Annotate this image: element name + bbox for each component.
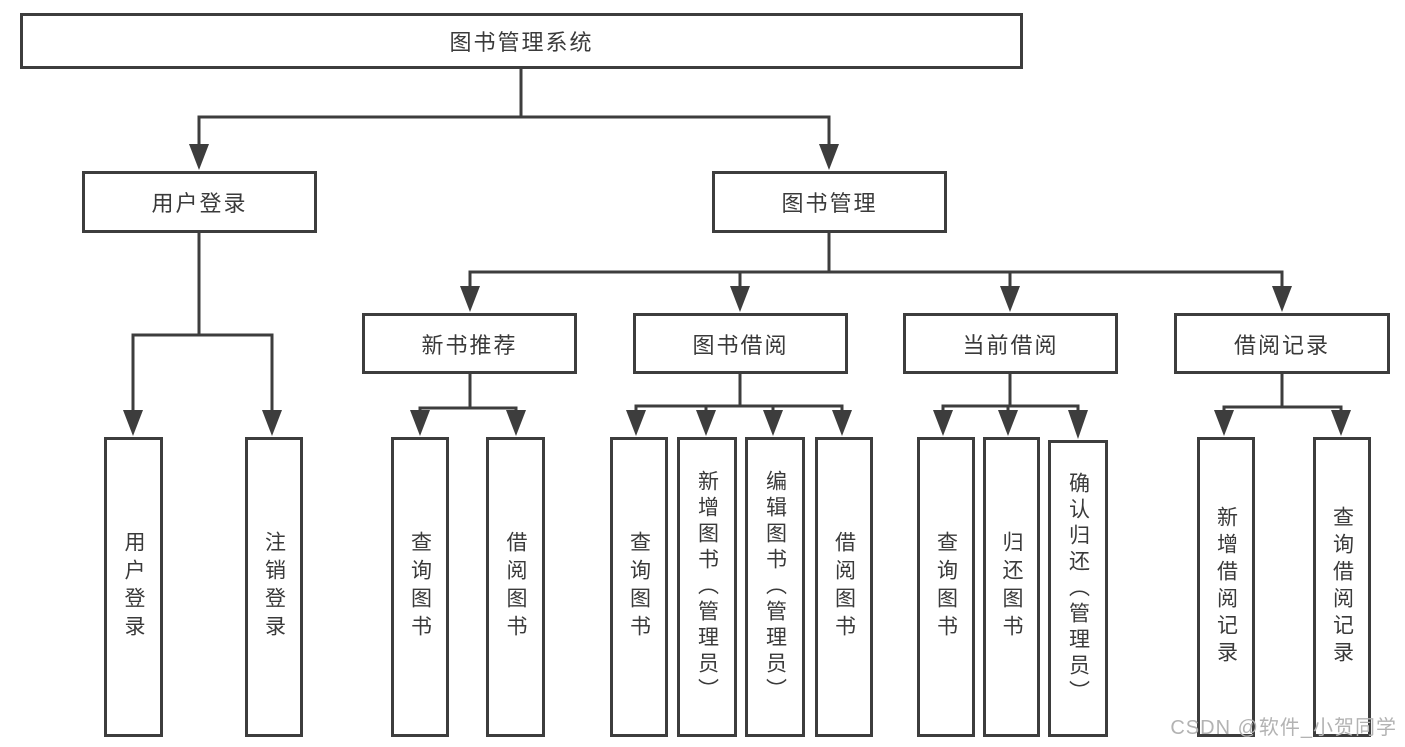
node-nb-borrow-books-label: 借阅图书 xyxy=(504,531,527,643)
node-cb-confirm-return: 确认归还（管理员） xyxy=(1048,440,1108,737)
arrow-down-icon xyxy=(189,144,209,170)
node-bb-query-books-label: 查询图书 xyxy=(627,531,651,643)
node-root-label: 图书管理系统 xyxy=(449,30,594,55)
connector-current-borrow-children xyxy=(933,374,1088,439)
arrow-down-icon xyxy=(696,410,716,436)
node-leaf-user-login-label: 用户登录 xyxy=(122,531,145,643)
arrow-down-icon xyxy=(123,410,143,436)
arrow-down-icon xyxy=(819,144,839,170)
node-root: 图书管理系统 xyxy=(20,13,1023,69)
node-bb-query-books: 查询图书 xyxy=(610,437,668,737)
node-br-add-record: 新增借阅记录 xyxy=(1197,437,1255,737)
arrow-down-icon xyxy=(832,410,852,436)
connector-borrow-records-children xyxy=(1214,374,1351,436)
node-book-borrow-label: 图书借阅 xyxy=(692,332,789,358)
node-leaf-user-login: 用户登录 xyxy=(104,437,163,737)
arrow-down-icon xyxy=(933,410,953,436)
connector-book-management-children xyxy=(460,233,1292,312)
node-nb-borrow-books: 借阅图书 xyxy=(486,437,545,737)
connector-book-borrow-children xyxy=(626,374,852,436)
arrow-down-icon xyxy=(626,410,646,436)
arrow-down-icon xyxy=(763,410,783,436)
node-borrow-records: 借阅记录 xyxy=(1174,313,1390,374)
node-book-borrow: 图书借阅 xyxy=(633,313,848,374)
connector-user-login-children xyxy=(123,233,282,436)
node-leaf-logout: 注销登录 xyxy=(245,437,303,737)
node-user-login: 用户登录 xyxy=(82,171,317,233)
node-borrow-records-label: 借阅记录 xyxy=(1233,332,1330,358)
node-bb-add-books: 新增图书（管理员） xyxy=(677,437,737,737)
node-user-login-label: 用户登录 xyxy=(151,191,248,216)
node-new-book-recommend: 新书推荐 xyxy=(362,313,577,374)
node-nb-query-books: 查询图书 xyxy=(391,437,449,737)
node-current-borrow-label: 当前借阅 xyxy=(962,332,1059,358)
connector-new-book-recommend-children xyxy=(410,374,526,436)
node-cb-confirm-return-label: 确认归还（管理员） xyxy=(1066,471,1090,706)
csdn-watermark: CSDN @软件_小贺同学 xyxy=(1170,717,1397,739)
node-leaf-logout-label: 注销登录 xyxy=(262,531,286,643)
node-current-borrow: 当前借阅 xyxy=(903,313,1118,374)
arrow-down-icon xyxy=(1214,410,1234,436)
node-cb-return-books: 归还图书 xyxy=(983,437,1040,737)
arrow-down-icon xyxy=(998,410,1018,436)
node-bb-borrow-books: 借阅图书 xyxy=(815,437,873,737)
node-bb-add-books-label: 新增图书（管理员） xyxy=(695,470,719,704)
arrow-down-icon xyxy=(1331,410,1351,436)
connector-root-to-level2 xyxy=(189,69,839,170)
arrow-down-icon xyxy=(506,410,526,436)
node-cb-query-books-label: 查询图书 xyxy=(934,531,958,643)
node-cb-query-books: 查询图书 xyxy=(917,437,975,737)
arrow-down-icon xyxy=(410,410,430,436)
arrow-down-icon xyxy=(1272,286,1292,312)
node-new-book-recommend-label: 新书推荐 xyxy=(421,332,518,358)
arrow-down-icon xyxy=(1068,410,1088,439)
node-book-management-label: 图书管理 xyxy=(781,191,878,216)
node-cb-return-books-label: 归还图书 xyxy=(1000,531,1023,643)
node-bb-edit-books: 编辑图书（管理员） xyxy=(745,437,805,737)
arrow-down-icon xyxy=(1000,286,1020,312)
node-br-add-record-label: 新增借阅记录 xyxy=(1214,506,1238,668)
arrow-down-icon xyxy=(262,410,282,436)
node-br-query-record: 查询借阅记录 xyxy=(1313,437,1371,737)
node-bb-borrow-books-label: 借阅图书 xyxy=(832,531,856,643)
arrow-down-icon xyxy=(730,286,750,312)
node-bb-edit-books-label: 编辑图书（管理员） xyxy=(763,470,787,704)
node-book-management: 图书管理 xyxy=(712,171,947,233)
node-br-query-record-label: 查询借阅记录 xyxy=(1330,506,1354,668)
node-nb-query-books-label: 查询图书 xyxy=(408,531,432,643)
arrow-down-icon xyxy=(460,286,480,312)
